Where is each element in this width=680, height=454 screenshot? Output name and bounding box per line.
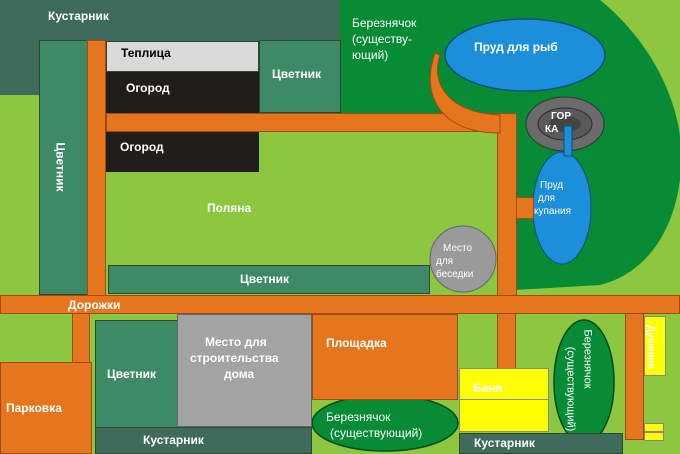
parking-label: Парковка — [6, 401, 62, 415]
playground-label: Площадка — [326, 336, 387, 350]
greenhouse-label: Теплица — [121, 46, 171, 60]
hill-line-1: ГОР — [551, 111, 571, 122]
bathhouse-divider — [459, 399, 549, 400]
flowerbed-top-label: Цветник — [272, 67, 322, 81]
shrubs-bottom-1-label: Кустарник — [143, 433, 204, 447]
building-site-line-2: строительства — [190, 351, 279, 365]
shrubs-bottom-2-label: Кустарник — [474, 436, 535, 450]
birch-bottom-line-1: Березнячок — [326, 410, 391, 424]
gazebo-line-2: для — [436, 256, 454, 267]
birch-top-line-3: ющий) — [352, 48, 389, 62]
gazebo-line-3: беседки — [436, 269, 474, 280]
shower-small-1 — [644, 423, 664, 432]
paths-label: Дорожки — [68, 298, 121, 312]
birch-top-line-2: (существу- — [352, 32, 413, 46]
path-lower-mid — [497, 313, 516, 369]
path-stub-pond — [516, 197, 534, 219]
bathhouse — [459, 368, 549, 432]
gazebo-site — [429, 225, 497, 293]
hill-top — [549, 116, 581, 132]
flowerbed-bottom-label: Цветник — [107, 367, 157, 381]
path-lower-left — [72, 313, 90, 363]
building-site-line-1: Место для — [205, 335, 267, 349]
birch-top-line-1: Березнячок — [352, 16, 417, 30]
garden-plot-1 — [106, 72, 259, 114]
swim-pond-line-3: купания — [534, 206, 571, 217]
playground — [312, 314, 458, 400]
hill-line-2: КА — [545, 124, 559, 135]
pond-channel — [563, 125, 573, 157]
shower-label: Душевая — [645, 324, 657, 370]
path-curve — [430, 52, 501, 134]
swim-pond-line-1: Пруд — [540, 180, 564, 191]
swim-pond-line-2: для — [538, 193, 556, 204]
birch-right-line-1: Березнячок — [581, 329, 594, 389]
building-site — [177, 314, 312, 427]
shower — [644, 316, 666, 376]
shrubs-top-label: Кустарник — [48, 9, 109, 23]
glade-label: Поляна — [207, 201, 252, 215]
flowerbed-left-label: Цветник — [53, 142, 68, 192]
building-site-line-3: дома — [224, 367, 255, 381]
flowerbed-top — [259, 40, 341, 113]
birch-bottom-line-2: (существующий) — [330, 426, 423, 440]
fish-pond-label: Пруд для рыб — [474, 40, 558, 54]
garden-2-label: Огород — [120, 140, 164, 154]
bathhouse-label: Баня — [473, 381, 503, 395]
fish-pond — [444, 18, 606, 92]
path-lower-right — [625, 313, 644, 440]
garden-1-label: Огород — [126, 81, 170, 95]
birch-right-line-2: (существующий) — [564, 346, 577, 432]
garden-plot-2 — [106, 132, 259, 172]
flowerbed-middle — [108, 265, 430, 294]
flowerbed-middle-label: Цветник — [240, 272, 290, 286]
greenhouse — [106, 41, 259, 72]
shower-small-2 — [644, 432, 664, 441]
path-left-vertical — [87, 40, 106, 296]
path-right-vertical — [497, 113, 517, 296]
gazebo-line-1: Место — [443, 243, 473, 254]
